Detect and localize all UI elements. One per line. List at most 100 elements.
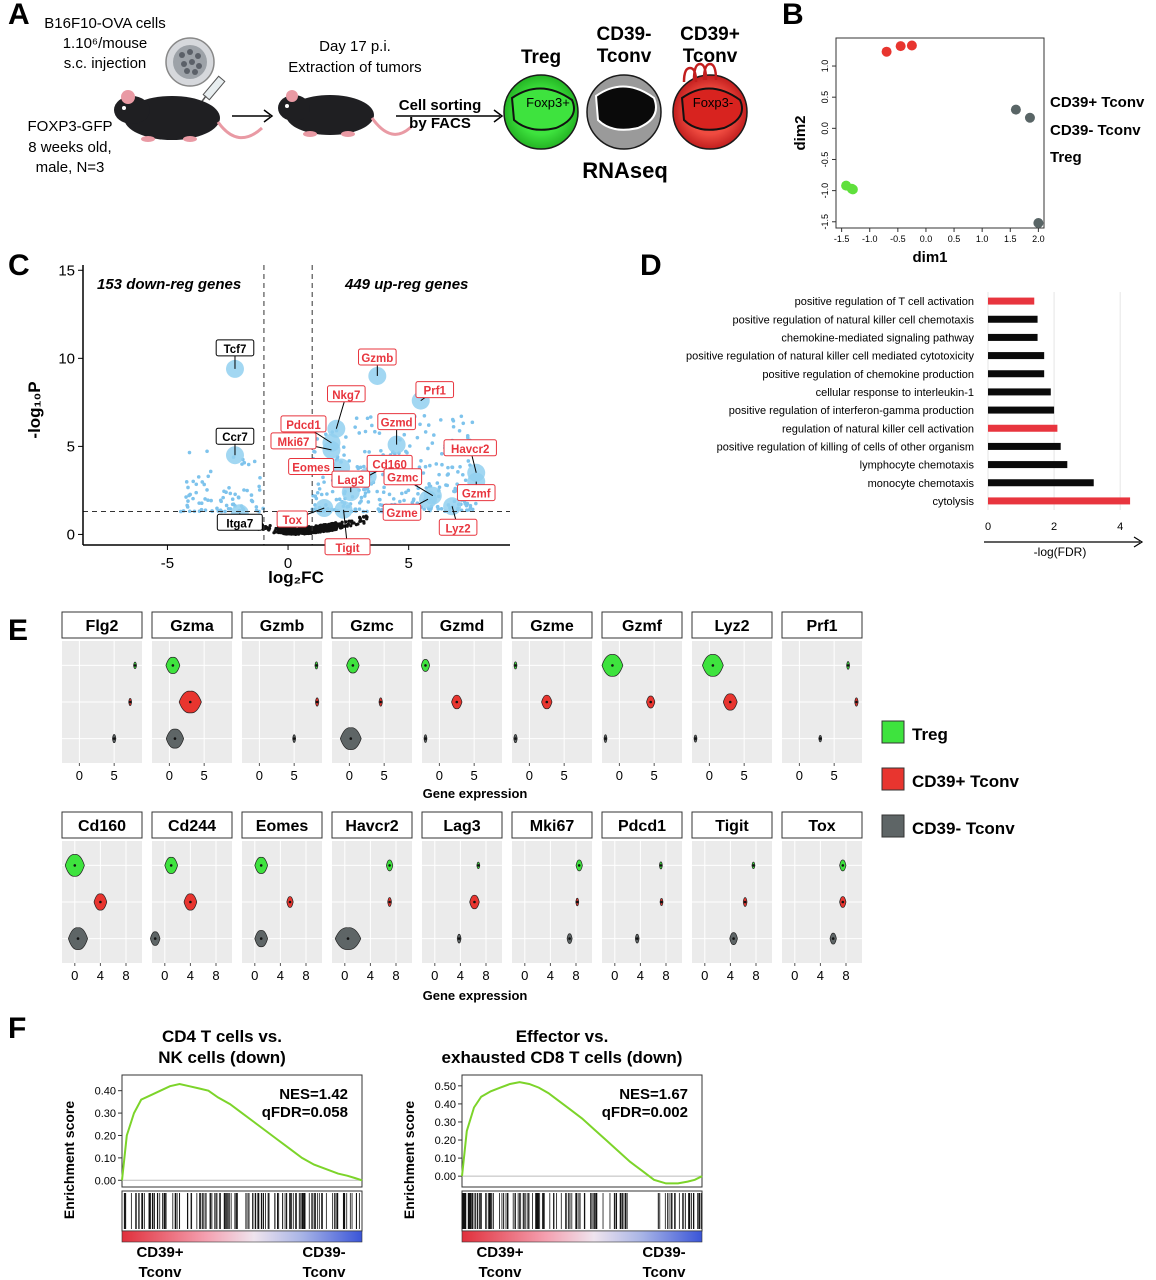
bar xyxy=(988,315,1038,323)
gsea-left-label-line2: Tconv xyxy=(138,1264,182,1280)
volcano-bg-point xyxy=(272,531,276,535)
violin-x-tick-label: 8 xyxy=(752,968,759,983)
volcano-sig-point xyxy=(347,459,352,463)
day-text-line1: Day 17 p.i. xyxy=(319,38,391,55)
violin-gene-title: Prf1 xyxy=(806,618,837,635)
violin-x-tick-label: 0 xyxy=(71,968,78,983)
volcano-sig-point xyxy=(398,499,402,504)
violin-median xyxy=(171,664,175,667)
violin-median xyxy=(346,937,350,940)
gsea-rank-gradient xyxy=(461,1230,703,1243)
volcano-sig-point xyxy=(438,418,443,422)
violin-median xyxy=(855,700,858,704)
gsea-y-tick-label: 0.10 xyxy=(435,1153,456,1165)
panel-label-e: E xyxy=(8,614,28,647)
violin-median xyxy=(349,737,353,740)
violin-gene-title: Mki67 xyxy=(530,818,575,835)
violin-x-tick-label: 0 xyxy=(436,768,443,783)
violin-x-tick-label: 0 xyxy=(161,968,168,983)
bar-x-label: -log(FDR) xyxy=(1034,545,1087,559)
violin-header xyxy=(331,611,413,639)
pca-points xyxy=(841,40,1044,229)
volcano-label-box xyxy=(276,510,308,528)
volcano-sig-point xyxy=(353,507,357,512)
pca-x-tick-label: 2.0 xyxy=(1032,234,1045,244)
violin-x-tick-label: 4 xyxy=(547,968,554,983)
volcano-bg-point xyxy=(278,530,282,534)
violin-median xyxy=(153,937,157,940)
volcano-gene-label: Gzme xyxy=(386,508,417,520)
violin-x-tick-label: 8 xyxy=(122,968,129,983)
volcano-label-box xyxy=(377,413,416,431)
cell-treg-inner: Foxp3+ xyxy=(526,95,570,110)
bar-category-label: positive regulation of natural killer ce… xyxy=(732,314,974,326)
violin-median xyxy=(288,900,292,904)
volcano-bg-point xyxy=(274,526,278,531)
volcano-bg-point xyxy=(339,524,343,528)
violin-x-tick-label: 0 xyxy=(431,968,438,983)
violin-x-tick-label: 5 xyxy=(651,768,658,783)
volcano-sig-point xyxy=(450,465,455,470)
volcano-sig-point xyxy=(427,482,431,486)
violin-gene-title: Cd160 xyxy=(78,818,126,835)
volcano-sig-point xyxy=(199,501,204,506)
gsea-title-line2: exhausted CD8 T cells (down) xyxy=(442,1048,683,1067)
violin-x-tick-label: 4 xyxy=(367,968,374,983)
bar-category-label: chemokine-mediated signaling pathway xyxy=(781,332,974,344)
volcano-sig-point xyxy=(191,496,195,501)
violin-median xyxy=(259,937,263,940)
volcano-gene-label: Lag3 xyxy=(337,475,364,487)
volcano-sig-point xyxy=(245,488,249,493)
bar xyxy=(988,297,1035,305)
violin-median xyxy=(841,864,845,867)
violin-median xyxy=(424,737,427,740)
volcano-bg-point xyxy=(350,519,354,523)
gsea-y-label: Enrichment score xyxy=(401,1101,417,1219)
violin-median xyxy=(732,937,735,940)
pca-point xyxy=(1024,112,1035,123)
petri-dish-icon xyxy=(165,37,215,87)
violin-x-tick-label: 0 xyxy=(701,968,708,983)
volcano-sig-point xyxy=(446,472,451,476)
panel-label-b: B xyxy=(782,0,804,31)
sort-text-line2: by FACS xyxy=(409,115,471,132)
violin-median xyxy=(259,864,263,867)
bar-x-tick-label: 4 xyxy=(1117,521,1123,533)
volcano-sig-point xyxy=(435,505,440,509)
bar xyxy=(988,388,1051,396)
violin-median xyxy=(169,864,173,867)
volcano-down-count: 153 down-reg genes xyxy=(97,276,241,293)
volcano-bg-point xyxy=(304,531,308,535)
volcano-sig-point xyxy=(422,507,427,511)
volcano-y-tick-label: 15 xyxy=(58,262,75,279)
violin-gene-title: Havcr2 xyxy=(345,818,398,835)
volcano-gene-label: Tcf7 xyxy=(224,344,247,356)
volcano-sig-point xyxy=(184,495,188,499)
volcano-sig-point xyxy=(342,453,346,457)
mouse-2-icon xyxy=(278,90,414,137)
volcano-sig-point xyxy=(206,474,211,479)
violin-header xyxy=(241,611,323,639)
bar xyxy=(988,333,1038,341)
violin-median xyxy=(388,900,391,904)
volcano-sig-point xyxy=(252,459,257,464)
violin-gene-title: Pdcd1 xyxy=(618,818,666,835)
bar-plot-area xyxy=(980,290,1140,512)
volcano-sig-point xyxy=(444,483,448,487)
pca-frame xyxy=(835,37,1045,229)
pca-legend-cd39n: CD39- Tconv xyxy=(1050,122,1141,139)
volcano-label-box xyxy=(443,439,497,457)
volcano-up-count: 449 up-reg genes xyxy=(344,276,468,293)
volcano-sig-point xyxy=(357,431,362,435)
volcano-sig-point xyxy=(250,499,255,504)
violin-median xyxy=(315,664,318,667)
volcano-sig-point xyxy=(187,493,191,498)
volcano-gene-label: Gzmf xyxy=(462,489,491,501)
volcano-sig-point xyxy=(363,491,368,495)
volcano-sig-point xyxy=(363,429,368,434)
volcano-sig-point xyxy=(317,487,322,491)
violin-x-tick-label: 0 xyxy=(341,968,348,983)
violin-x-tick-label: 0 xyxy=(526,768,533,783)
